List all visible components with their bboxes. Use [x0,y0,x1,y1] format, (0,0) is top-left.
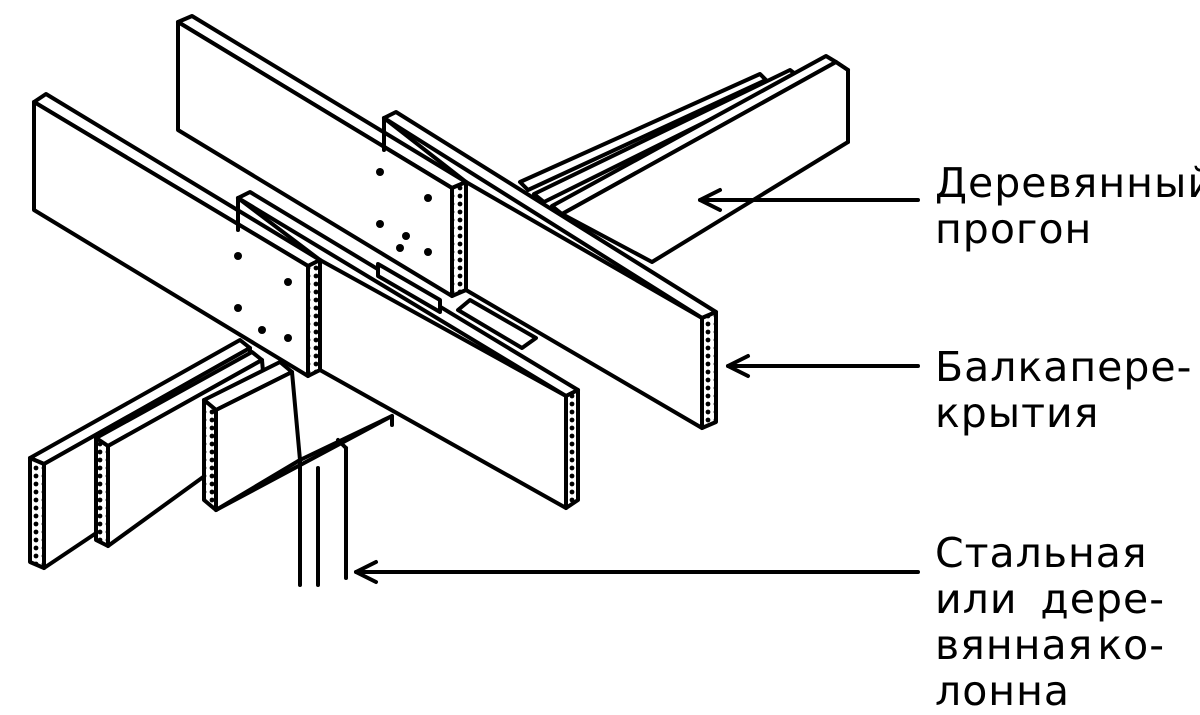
leader-purlin [698,188,920,212]
label-column-line3: вянная ко- [935,622,1165,668]
label-joist-word2: пере- [1069,343,1193,391]
label-joist: Балка пере- крытия [935,343,1191,437]
label-joist-line1: Балка пере- [935,343,1191,391]
purlin [28,54,850,570]
label-column-word-dere: дере- [1040,575,1165,623]
joist-back [176,14,718,430]
label-column-line1: Стальная [935,529,1148,577]
label-column-line4: лонна [935,667,1071,715]
leader-column [354,560,920,584]
bolts [234,168,432,342]
leader-joist [726,354,920,378]
label-purlin: Деревянный прогон [935,160,1200,252]
label-column: Стальная или дере- вянная ко- лонна [935,530,1165,714]
label-purlin-line1: Деревянный [935,159,1200,207]
label-column-word-vyannaya: вянная [935,621,1094,669]
label-joist-word1: Балка [935,343,1070,391]
label-column-word-ko: ко- [1097,621,1165,669]
label-column-word-ili: или [935,575,1018,623]
label-column-line2: или дере- [935,576,1165,622]
label-joist-line2: крытия [935,389,1100,437]
label-purlin-line2: прогон [935,205,1093,253]
